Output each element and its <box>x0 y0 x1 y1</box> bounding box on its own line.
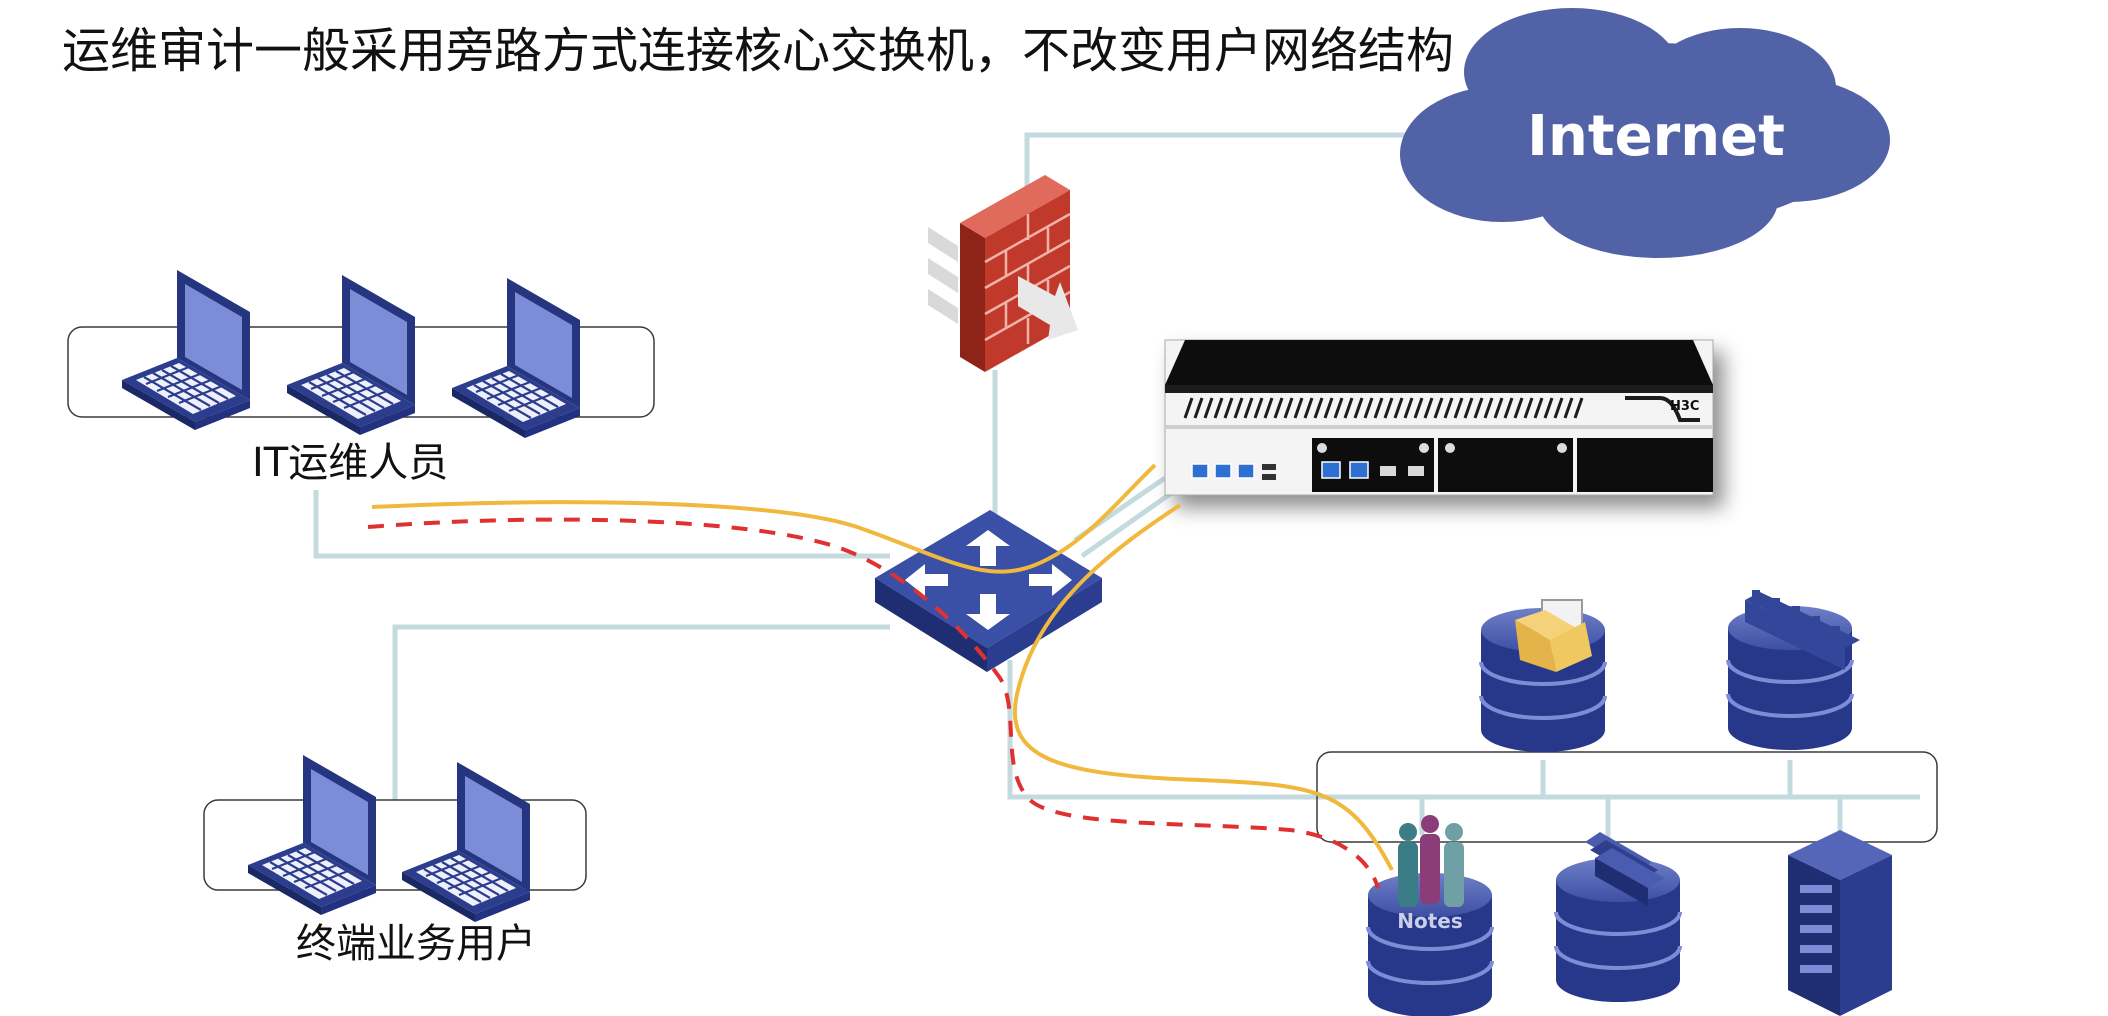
ops-access-path <box>371 463 1394 871</box>
core-switch-icon <box>875 510 1102 672</box>
laptop-icon <box>450 276 582 440</box>
laptop-icon <box>246 753 378 917</box>
internet-label: Internet <box>1527 104 1785 169</box>
link-switch-server-bus <box>1007 660 1378 800</box>
audit-appliance-brand: H3C <box>1670 399 1699 414</box>
link-terminal-users-switch <box>392 624 890 800</box>
page-title: 运维审计一般采用旁路方式连接核心交换机，不改变用户网络结构 <box>62 23 1454 79</box>
terminal-user-laptops <box>246 753 532 924</box>
internet-cloud: Internet <box>1400 8 1890 258</box>
laptop-icon <box>400 760 532 924</box>
vent-grille <box>1183 397 1584 419</box>
people-icon <box>1398 815 1464 907</box>
it-ops-label: IT运维人员 <box>252 440 448 486</box>
laptop-icon <box>120 268 252 432</box>
gear-rack-icon <box>1745 590 1860 670</box>
link-firewall-internet <box>1024 132 1425 240</box>
notes-server: Notes <box>1366 815 1494 1016</box>
mail-icon <box>1585 832 1664 906</box>
file-server <box>1479 599 1607 754</box>
server-group-box <box>1316 751 1938 843</box>
rack-server-icon <box>1788 830 1892 1016</box>
ethernet-ports <box>1191 461 1424 480</box>
firmware-server <box>1726 590 1860 752</box>
terminal-users-group-box <box>203 799 587 891</box>
it-ops-laptops <box>120 268 582 440</box>
terminal-users-label: 终端业务用户 <box>296 921 536 967</box>
mail-server <box>1554 832 1682 1004</box>
laptop-icon <box>285 273 417 437</box>
notes-label: Notes <box>1397 909 1463 933</box>
firewall-icon <box>928 175 1078 372</box>
user-access-path <box>367 517 1380 889</box>
audit-appliance: H3C <box>1164 339 1714 496</box>
link-switch-audit-device-b <box>1080 491 1172 559</box>
link-it-ops-switch <box>313 490 890 559</box>
folder-icon <box>1515 599 1592 672</box>
